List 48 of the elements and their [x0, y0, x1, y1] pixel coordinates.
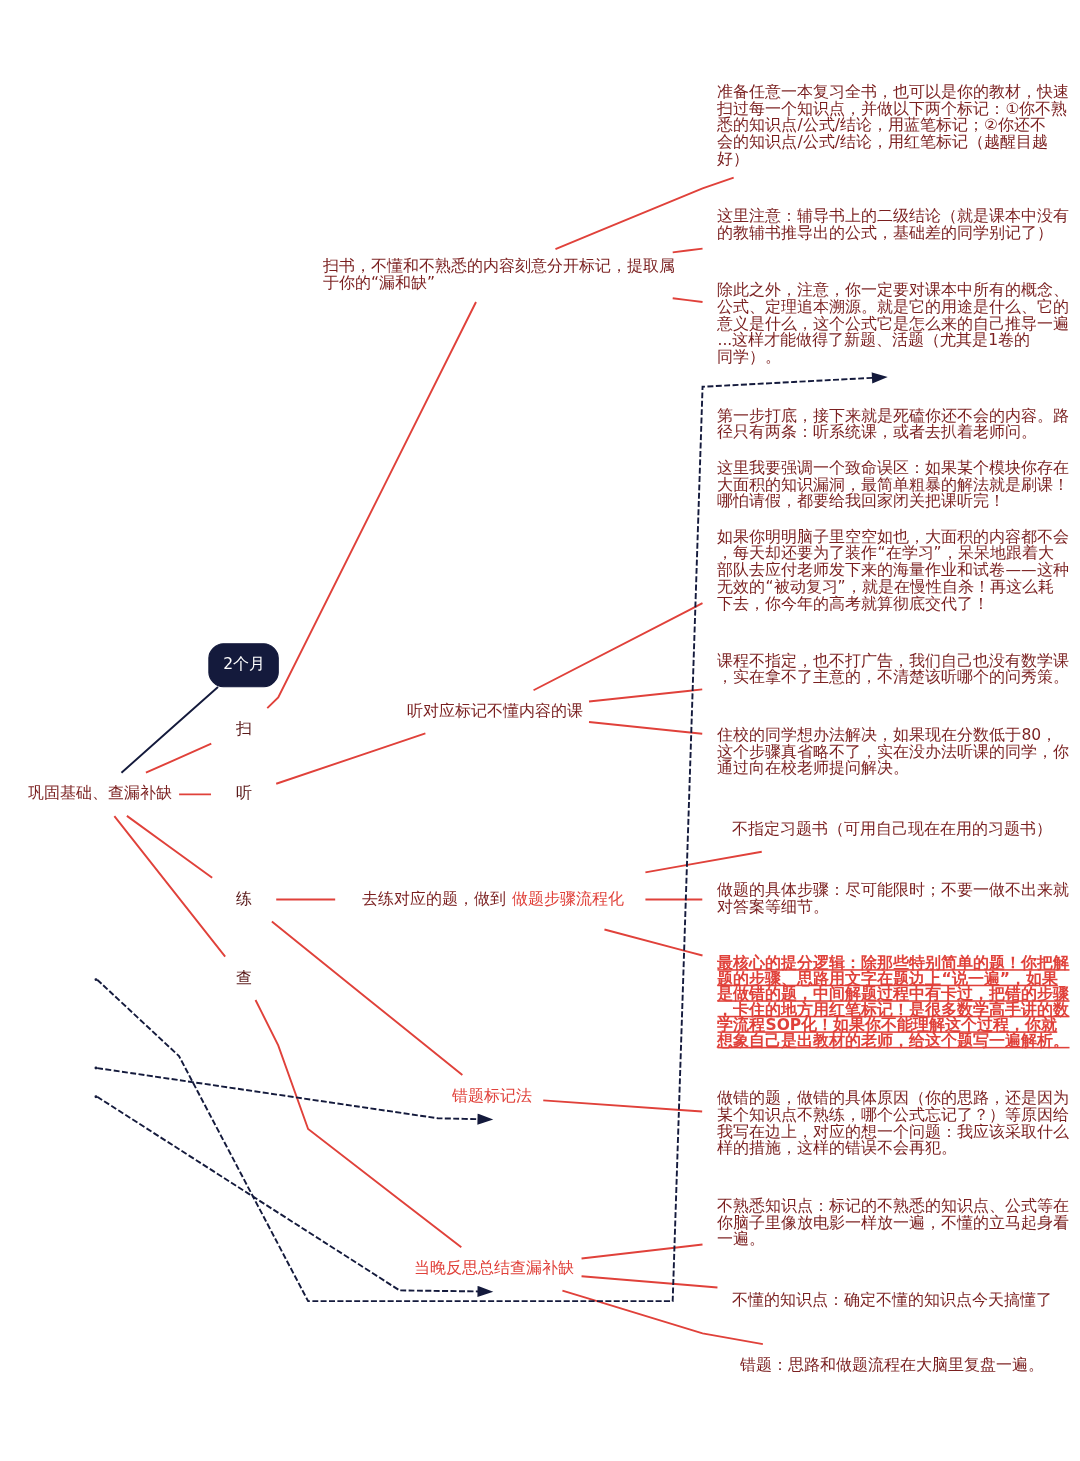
- node-text: 当晚反思总结查漏补缺: [413, 1258, 574, 1277]
- connector: [644, 898, 704, 900]
- node-text: 住校的同学想办法解决，如果现在分数低于80，这个步骤真省略不了，实在没办法听课的同学，你通过向在校老师提问解决。: [717, 725, 1070, 777]
- connector: [580, 1243, 704, 1259]
- node-text: 听: [236, 783, 253, 802]
- connector: [554, 176, 735, 250]
- connector: [125, 814, 214, 879]
- connector: [178, 792, 212, 795]
- node-text: 扫书，不懂和不熟悉的内容刻意分开标记，提取属于你的“漏和缺”: [323, 256, 676, 292]
- node-text: 练: [236, 889, 253, 908]
- node-text: 不指定习题书（可用自己现在在用的习题书）: [731, 819, 1052, 838]
- node-text: 查: [236, 967, 253, 986]
- connector: [275, 898, 337, 900]
- node-text: 这里注意：辅导书上的二级结论（就是课本中没有的教辅书推导出的公式，基础差的同学别记了）: [717, 206, 1070, 242]
- node-text: 不懂的知识点：确定不懂的知识点今天搞懂了: [731, 1290, 1052, 1309]
- connector: [275, 731, 427, 785]
- node-text: 准备任意一本复习全书，也可以是你的教材，快速扫过每一个知识点，并做以下两个标记：①你不熟悉的知识点/公式/结论，用蓝笔标记；②你还不会的知识点/公式/结论，用红笔标记（越醒目越好）: [717, 82, 1070, 168]
- node-text: 去练对应的题，做到做题步骤流程化: [362, 889, 624, 908]
- node-text: 第一步打底，接下来就是死磕你还不会的内容。路径只有两条：听系统课，或者去扒着老师问。 这里我要强调一个致命误区：如果某个模块你存在大面积的知识漏洞，最简单粗暴的解法就是刷课！哪怕请假，都要给我回家闭关把课听完！ 如果你明明脑子里空空如也，大面积的内容都不会，每天却还要为了装作“在学习”，呆呆地跟着大部队去应付老师发下来的海量作业和试卷——这种无效的“被动复习”，就是在慢性自杀！再这么耗下去，你今年的高考就算彻底交代了！: [717, 406, 1070, 613]
- connector: [120, 685, 219, 774]
- connector: [588, 720, 704, 735]
- connector: [144, 742, 213, 774]
- node-text: 错题标记法: [452, 1086, 533, 1105]
- node-text: 除此之外，注意，你一定要对课本中所有的概念、公式、定理追本溯源。就是它的用途是什么、它的意义是什么，这个公式它是怎么来的自己推导一遍...这样才能做得了新题、活题（尤其是1卷的同学）。: [717, 280, 1070, 366]
- connector: [266, 300, 477, 709]
- connector: [254, 998, 463, 1248]
- connector: [561, 1289, 764, 1345]
- connector: [542, 1098, 704, 1112]
- node-text: 扫: [236, 719, 253, 738]
- node-text: 不熟悉知识点：标记的不熟悉的知识点、公式等在你脑子里像放电影一样放一遍，不懂的立马起身看一遍。: [717, 1196, 1070, 1248]
- connector: [588, 687, 704, 702]
- connector: [644, 850, 763, 873]
- node-box: 2个月: [208, 642, 279, 687]
- node-text: 巩固基础、查漏补缺: [27, 783, 172, 802]
- node-text: 最核心的提分逻辑：除那些特别简单的题！你把解题的步骤、思路用文字在题边上“说一遍”，如果是做错的题，中间解题过程中有卡过，把错的步骤，卡住的地方用红笔标记！是很多数学高手讲的数学流程SOP化！如果你不能理解这个过程，你就想象自己是出教材的老师，给这个题写一遍解析。: [717, 953, 1070, 1050]
- connector: [671, 296, 704, 303]
- connector: [671, 247, 704, 253]
- node-text: 课程不指定，也不打广告，我们自己也没有数学课，实在拿不了主意的，不清楚该听哪个的问秀策。: [717, 651, 1070, 686]
- connector: [580, 1274, 719, 1288]
- node-text: 做题的具体步骤：尽可能限时；不要一做不出来就对答案等细节。: [717, 880, 1070, 916]
- connector: [532, 601, 704, 691]
- connector: [603, 928, 704, 956]
- connector: [270, 919, 464, 1076]
- arrow: [96, 1095, 494, 1297]
- node-text: 做错的题，做错的具体原因（你的思路，还是因为某个知识点不熟练，哪个公式忘记了？）等原因给我写在边上，对应的想一个问题：我应该采取什么样的措施，这样的错误不会再犯。: [717, 1088, 1070, 1157]
- node-text: 听对应标记不懂内容的课: [406, 701, 583, 720]
- connector: [113, 814, 227, 958]
- node-text: 错题：思路和做题流程在大脑里复盘一遍。: [740, 1355, 1045, 1374]
